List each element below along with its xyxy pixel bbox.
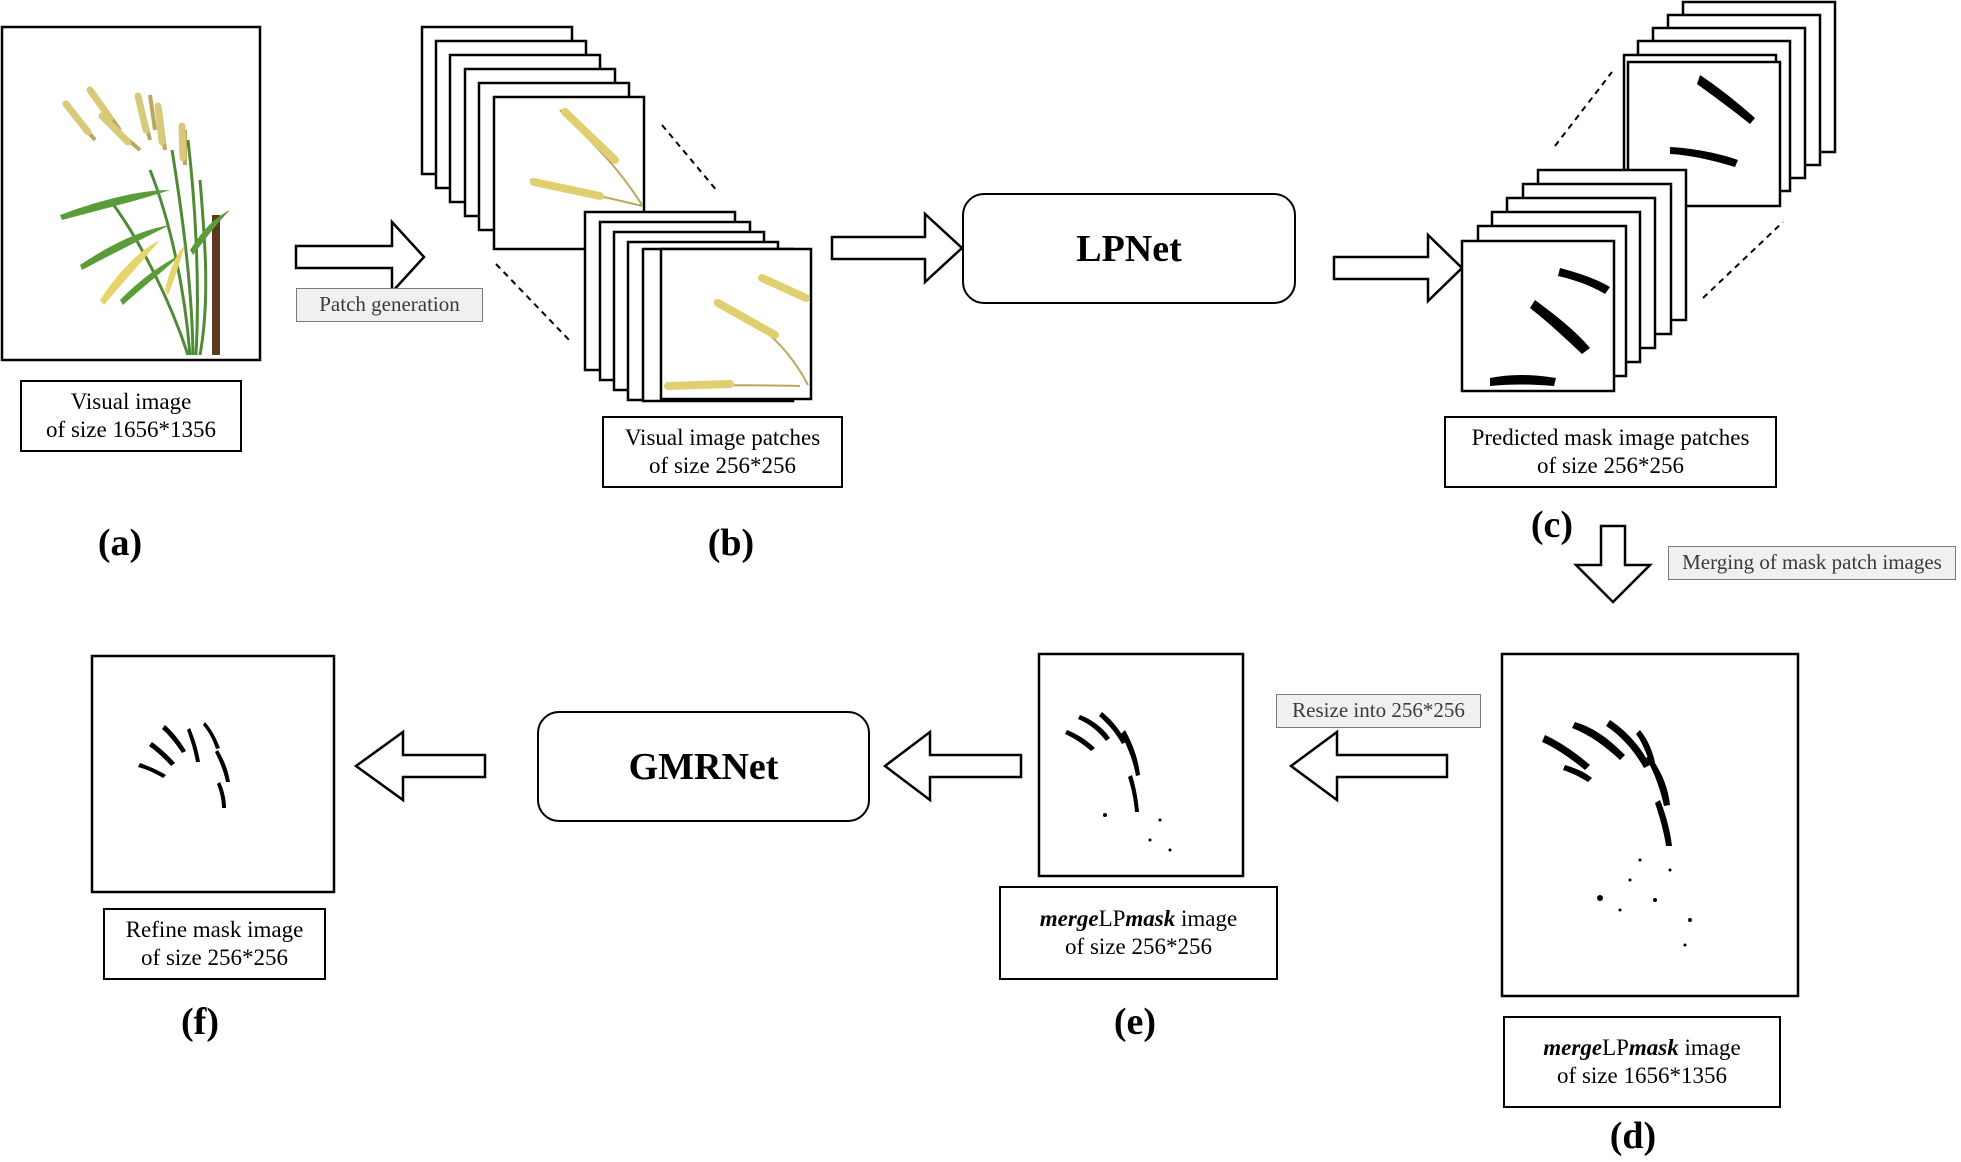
arrow-patch-generation <box>294 218 426 296</box>
caption-line: Visual image patches <box>624 425 821 450</box>
zoom-line-bottom <box>495 263 573 344</box>
arrow-to-gmrnet <box>882 729 1023 803</box>
zoom-line-top <box>661 124 719 193</box>
mask-patch-stack-bottom <box>1460 168 1688 393</box>
caption-part: LP <box>1098 906 1126 931</box>
visual-patch-stack-bottom <box>583 210 813 403</box>
caption-part: mask <box>1628 1035 1679 1060</box>
mask-blob-icon <box>1490 268 1610 386</box>
caption-line: mergeLPmask image <box>1543 1034 1740 1062</box>
wheat-patch-icon <box>664 274 810 390</box>
panel-label-d: (d) <box>1609 1115 1657 1157</box>
visual-image-a <box>0 25 262 362</box>
panel-label-b: (b) <box>707 522 755 564</box>
caption-part: merge <box>1039 906 1099 931</box>
caption-visual-image: Visual image of size 1656*1356 <box>20 380 242 452</box>
caption-visual-patches: Visual image patches of size 256*256 <box>602 416 843 488</box>
caption-line: of size 256*256 <box>649 453 796 478</box>
caption-merged-large: mergeLPmask image of size 1656*1356 <box>1503 1016 1781 1108</box>
tag-patch-generation: Patch generation <box>296 288 483 322</box>
arrow-merging <box>1572 524 1654 604</box>
panel-label-c: (c) <box>1530 504 1574 546</box>
caption-line: Visual image <box>70 389 192 414</box>
lpnet-box: LPNet <box>962 193 1296 304</box>
refined-mask <box>90 654 336 894</box>
caption-line: of size 256*256 <box>1065 934 1212 959</box>
arrow-to-lpnet <box>830 211 964 285</box>
zoom-line-bottom-mask <box>1702 221 1784 299</box>
zoom-line-top-mask <box>1554 71 1613 147</box>
caption-line: mergeLPmask image <box>1040 905 1237 933</box>
caption-part: image <box>1175 906 1238 931</box>
wheat-plant-icon <box>60 86 230 356</box>
panel-label-f: (f) <box>181 1001 219 1043</box>
visual-patch-stack-top <box>420 25 646 251</box>
caption-line: Predicted mask image patches <box>1471 425 1750 450</box>
merged-mask-large <box>1500 652 1800 998</box>
caption-line: of size 1656*1356 <box>1557 1063 1727 1088</box>
caption-refined-mask: Refine mask image of size 256*256 <box>103 908 326 980</box>
arrow-resize <box>1288 729 1449 803</box>
caption-part: LP <box>1602 1035 1629 1060</box>
caption-part: image <box>1678 1035 1741 1060</box>
gmrnet-box: GMRNet <box>537 711 870 822</box>
tag-resize: Resize into 256*256 <box>1276 694 1481 728</box>
arrow-from-gmrnet <box>353 729 487 803</box>
arrow-from-lpnet <box>1332 232 1464 304</box>
mask-blob-icon <box>1670 75 1755 167</box>
caption-line: of size 256*256 <box>141 945 288 970</box>
caption-line: Refine mask image <box>125 917 304 942</box>
wheat-patch-icon <box>529 108 643 207</box>
tag-merging: Merging of mask patch images <box>1668 546 1956 580</box>
merged-mask-small <box>1037 652 1245 878</box>
caption-part: merge <box>1543 1035 1603 1060</box>
caption-part: mask <box>1125 906 1176 931</box>
caption-line: of size 256*256 <box>1537 453 1684 478</box>
panel-label-a: (a) <box>97 522 143 564</box>
panel-label-e: (e) <box>1113 1001 1157 1043</box>
caption-predicted-patches: Predicted mask image patches of size 256… <box>1444 416 1777 488</box>
caption-merged-small: mergeLPmask image of size 256*256 <box>999 886 1278 980</box>
caption-line: of size 1656*1356 <box>46 417 216 442</box>
